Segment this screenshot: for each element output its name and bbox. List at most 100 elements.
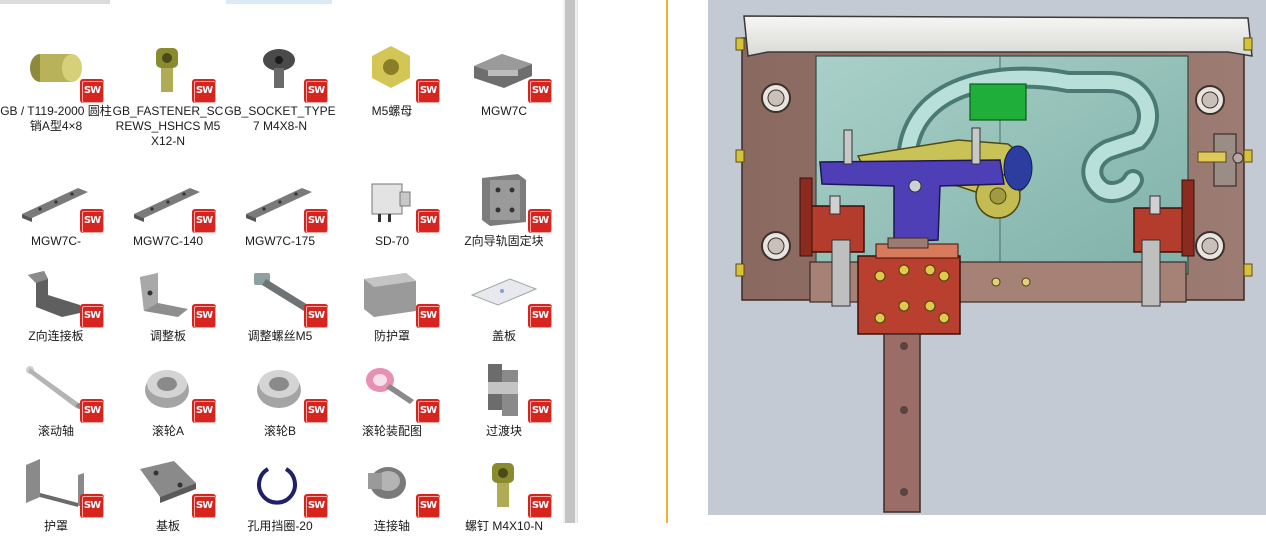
connecting-shaft-icon (354, 455, 426, 511)
roller-icon (130, 360, 202, 416)
circlip-icon (242, 455, 314, 511)
file-label: Z向导轨固定块 (464, 234, 544, 248)
file-item[interactable]: SW 滚轮A (112, 354, 224, 454)
file-item[interactable]: SW 基板 (112, 449, 224, 549)
header-cell (0, 0, 110, 4)
solidworks-badge-icon: SW (304, 79, 328, 103)
rail-icon (18, 170, 90, 226)
header-cell-selected (226, 0, 332, 4)
connecting-plate-icon (18, 265, 90, 321)
solidworks-badge-icon: SW (192, 494, 216, 518)
fixing-block-icon (466, 170, 538, 226)
roller-icon (242, 360, 314, 416)
socket-screw-icon (130, 40, 202, 96)
solidworks-badge-icon: SW (80, 494, 104, 518)
file-label: 调整板 (149, 329, 186, 343)
file-label: 调整螺丝M5 (247, 329, 313, 343)
splitter[interactable] (666, 0, 668, 523)
file-item[interactable]: SW 防护罩 (336, 259, 448, 359)
file-label: 滚动轴 (37, 424, 74, 438)
button-screw-icon (242, 40, 314, 96)
file-label: MGW7C-175 (244, 234, 315, 248)
file-label: 护罩 (43, 519, 68, 533)
file-label: MGW7C- (31, 234, 81, 248)
solidworks-badge-icon: SW (528, 399, 552, 423)
file-label: GB / T119-2000 圆柱销A型4×8 (0, 104, 112, 133)
file-item[interactable]: SW 连接轴 (336, 449, 448, 549)
transition-block-icon (466, 360, 538, 416)
cad-viewport[interactable] (708, 0, 1266, 515)
file-item[interactable]: SW 调整板 (112, 259, 224, 359)
file-label: 过渡块 (485, 424, 522, 438)
solidworks-badge-icon: SW (304, 494, 328, 518)
file-label: 滚轮A (151, 424, 184, 438)
cylinder-icon (354, 170, 426, 226)
solidworks-badge-icon: SW (192, 209, 216, 233)
cover-box-icon (354, 265, 426, 321)
file-label: 螺钉 M4X10-N (464, 519, 544, 533)
file-label: Z向连接板 (28, 329, 84, 343)
cad-assembly-drawing (735, 15, 1253, 513)
file-label: M5螺母 (371, 104, 413, 118)
roller-assembly-icon (354, 360, 426, 416)
file-item[interactable]: SW 滚动轴 (0, 354, 112, 454)
nut-icon (354, 40, 426, 96)
file-label: GB_SOCKET_TYPE7 M4X8-N (224, 104, 336, 133)
file-item[interactable]: SW SD-70 (336, 164, 448, 264)
solidworks-badge-icon: SW (192, 399, 216, 423)
file-label: SD-70 (374, 234, 409, 248)
file-label: 连接轴 (373, 519, 410, 533)
solidworks-badge-icon: SW (80, 79, 104, 103)
solidworks-badge-icon: SW (80, 399, 104, 423)
socket-screw-icon (466, 455, 538, 511)
solidworks-badge-icon: SW (80, 209, 104, 233)
rail-block-icon (466, 40, 538, 96)
solidworks-badge-icon: SW (304, 304, 328, 328)
solidworks-badge-icon: SW (528, 209, 552, 233)
file-item[interactable]: SW 过渡块 (448, 354, 560, 454)
solidworks-badge-icon: SW (528, 304, 552, 328)
file-label: 滚轮B (263, 424, 296, 438)
solidworks-badge-icon: SW (528, 494, 552, 518)
solidworks-badge-icon: SW (416, 79, 440, 103)
solidworks-badge-icon: SW (192, 79, 216, 103)
solidworks-badge-icon: SW (528, 79, 552, 103)
solidworks-badge-icon: SW (416, 304, 440, 328)
base-plate-icon (130, 455, 202, 511)
solidworks-badge-icon: SW (304, 209, 328, 233)
solidworks-badge-icon: SW (192, 304, 216, 328)
solidworks-badge-icon: SW (416, 209, 440, 233)
solidworks-badge-icon: SW (80, 304, 104, 328)
file-label: 滚轮装配图 (361, 424, 422, 438)
rail-icon (130, 170, 202, 226)
file-label: MGW7C (481, 104, 527, 118)
file-label: 防护罩 (373, 329, 410, 343)
flat-plate-icon (466, 265, 538, 321)
solidworks-badge-icon: SW (416, 494, 440, 518)
file-label: 孔用挡圈-20 (247, 519, 313, 533)
file-label: 基板 (155, 519, 180, 533)
file-label: GB_FASTENER_SCREWS_HSHCS M5X12-N (112, 104, 224, 148)
pin-icon (18, 40, 90, 96)
blank-panel (577, 0, 666, 523)
file-item[interactable]: SW 护罩 (0, 449, 112, 549)
angle-plate-icon (130, 265, 202, 321)
scrollbar-thumb[interactable] (565, 0, 575, 523)
